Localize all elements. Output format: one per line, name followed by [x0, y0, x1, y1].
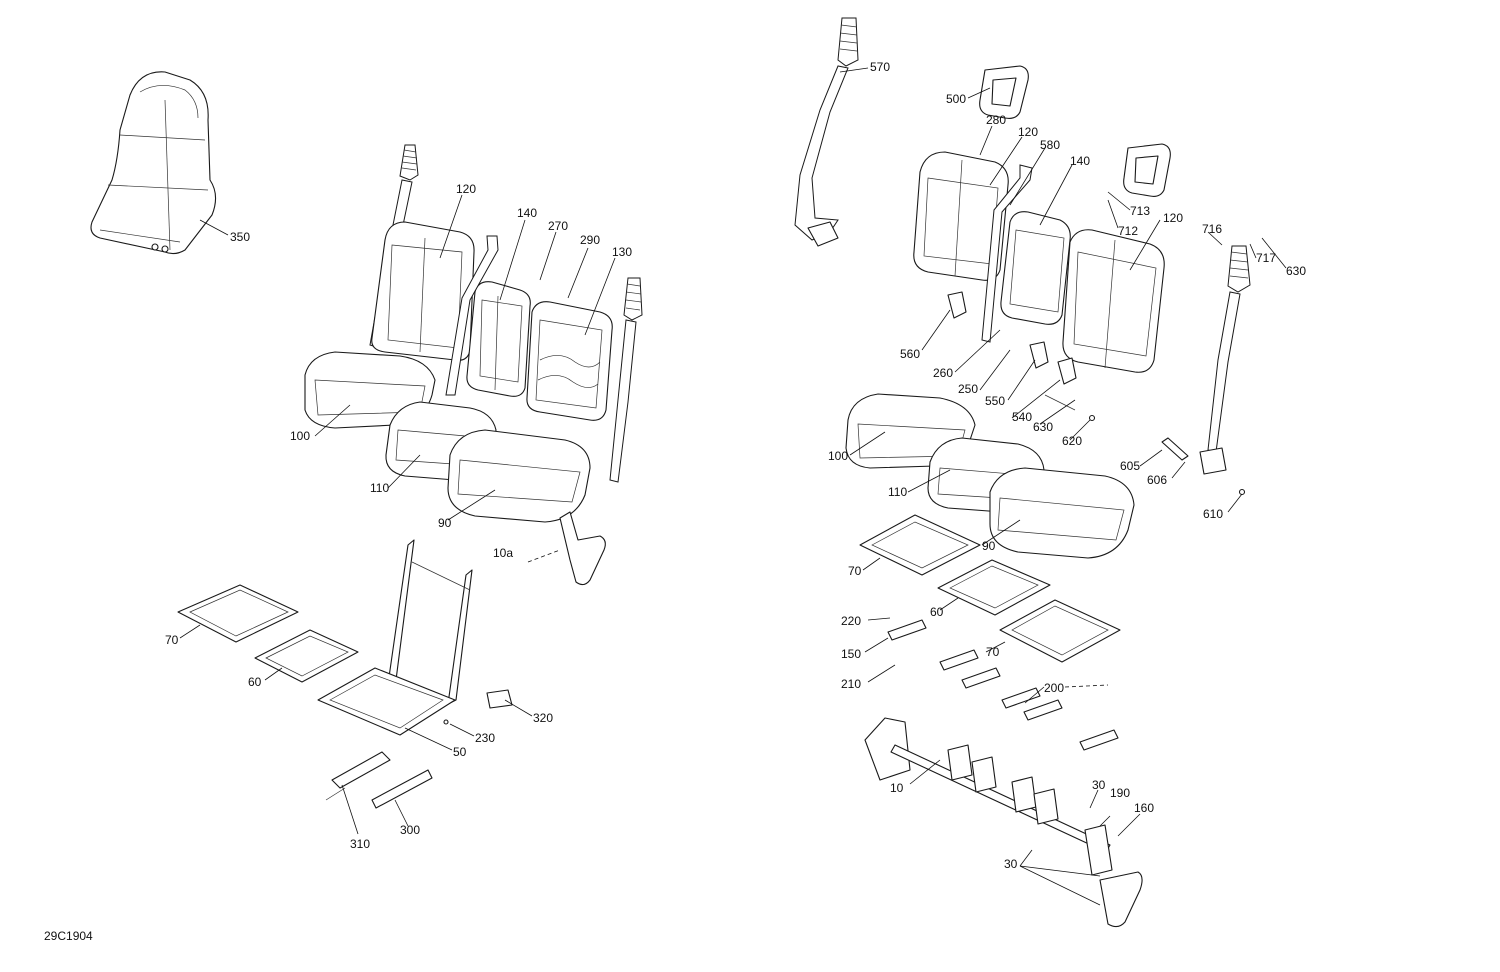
headrest-trim-500 [979, 65, 1029, 119]
callout-70: 70 [165, 633, 179, 647]
callout-120-r2: 120 [1163, 211, 1183, 225]
callout-220: 220 [841, 614, 861, 628]
backrest-cover-350 [90, 71, 217, 255]
callout-630-r2: 630 [1033, 420, 1053, 434]
seat-belt-center [445, 235, 499, 396]
callout-90: 90 [438, 516, 452, 530]
callout-230: 230 [475, 731, 495, 745]
callout-250: 250 [958, 382, 978, 396]
callout-10a: 10a [493, 546, 513, 560]
callout-716: 716 [1202, 222, 1222, 236]
callout-110: 110 [370, 481, 389, 495]
callout-110-r: 110 [888, 485, 907, 499]
bolt-610 [1238, 488, 1246, 496]
callout-570: 570 [870, 60, 890, 74]
right-assembly: 570 500 280 120 580 140 713 712 120 716 … [794, 17, 1306, 928]
callout-717: 717 [1256, 251, 1276, 265]
backrest-left-120b [913, 151, 1009, 281]
backrest-frame-50 [317, 539, 473, 736]
seat-frame-70b [859, 514, 981, 576]
drawing-reference: 29C1904 [44, 929, 93, 943]
latch-310 [331, 751, 391, 789]
seat-belt-570 [794, 17, 859, 247]
callout-120-r1: 120 [1018, 125, 1038, 139]
latch-150 [887, 619, 927, 641]
callout-580: 580 [1040, 138, 1060, 152]
callout-712: 712 [1118, 224, 1138, 238]
callout-70-r2: 70 [986, 645, 1000, 659]
callout-160: 160 [1134, 801, 1154, 815]
seat-belt-right [609, 277, 643, 483]
backrest-left-120 [371, 221, 475, 361]
callout-630-r1: 630 [1286, 264, 1306, 278]
left-assembly: 350 120 140 270 290 130 100 110 90 10a 7… [90, 71, 643, 851]
callout-300: 300 [400, 823, 420, 837]
callout-140-r: 140 [1070, 154, 1090, 168]
callout-605: 605 [1120, 459, 1140, 473]
callout-140: 140 [517, 206, 537, 220]
bracket-320 [486, 689, 513, 709]
callout-150: 150 [841, 647, 861, 661]
callout-100-r: 100 [828, 449, 848, 463]
callout-130: 130 [612, 245, 632, 259]
buckle-550 [1029, 341, 1049, 369]
callout-60: 60 [248, 675, 262, 689]
headrest-trim-right [1123, 143, 1171, 197]
callout-320: 320 [533, 711, 553, 725]
seat-frame-60 [254, 629, 359, 683]
callout-310: 310 [350, 837, 370, 851]
callout-50: 50 [453, 745, 467, 759]
callout-200: 200 [1044, 681, 1064, 695]
backrest-right-130 [526, 301, 613, 421]
seat-frame-70c [999, 599, 1121, 663]
callout-620: 620 [1062, 434, 1082, 448]
callout-100: 100 [290, 429, 310, 443]
seat-frame-70 [177, 584, 299, 643]
backrest-center-140 [466, 281, 531, 397]
callout-560: 560 [900, 347, 920, 361]
latches-200 [887, 619, 1119, 751]
seat-belt-580 [981, 164, 1033, 343]
callout-550: 550 [985, 394, 1005, 408]
callout-210: 210 [841, 677, 861, 691]
seat-cushion-right-90 [447, 429, 591, 523]
bolt-620 [1088, 414, 1096, 422]
callout-610: 610 [1203, 507, 1223, 521]
backrest-center-140b [1000, 211, 1071, 325]
callout-500: 500 [946, 92, 966, 106]
callout-190: 190 [1110, 786, 1130, 800]
callout-120: 120 [456, 182, 476, 196]
seat-frame-60b [937, 559, 1051, 616]
callout-270: 270 [548, 219, 568, 233]
callout-90-r: 90 [982, 539, 996, 553]
callout-350: 350 [230, 230, 250, 244]
buckle-560 [947, 291, 967, 319]
seat-cushion-right-90b [989, 467, 1135, 559]
base-frame-10 [864, 717, 1143, 928]
rail-300 [371, 769, 433, 809]
callout-713: 713 [1130, 204, 1150, 218]
callout-10: 10 [890, 781, 904, 795]
callout-60-r: 60 [930, 605, 944, 619]
backrest-right-120c [1062, 229, 1165, 373]
callout-30-b: 30 [1004, 857, 1018, 871]
callout-30-a: 30 [1092, 778, 1106, 792]
callout-606: 606 [1147, 473, 1167, 487]
callout-70-r1: 70 [848, 564, 862, 578]
callout-290: 290 [580, 233, 600, 247]
pin-605 [1161, 437, 1189, 461]
buckle-540 [1057, 357, 1077, 385]
callout-280: 280 [986, 113, 1006, 127]
callout-540: 540 [1012, 410, 1032, 424]
pin-230 [443, 719, 449, 725]
seat-belt-right-630 [1199, 245, 1251, 475]
callout-260: 260 [933, 366, 953, 380]
leg-bracket-10a [559, 511, 606, 586]
